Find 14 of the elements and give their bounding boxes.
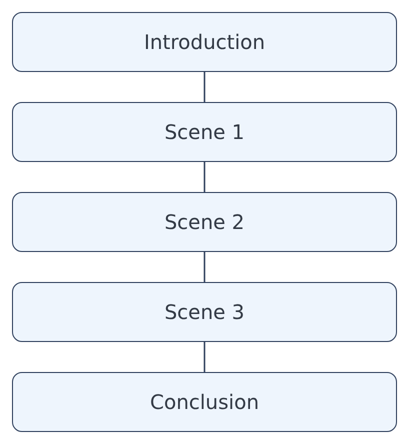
connector-line (204, 162, 206, 192)
connector-line (204, 72, 206, 102)
process-box (12, 282, 397, 342)
box-label: Scene 2 (164, 210, 245, 234)
box-label: Scene 1 (164, 120, 245, 144)
process-box (12, 102, 397, 162)
box-label: Scene 3 (164, 300, 245, 324)
process-box (12, 12, 397, 72)
box-label: Introduction (144, 30, 266, 54)
process-box (12, 372, 397, 432)
connector-line (204, 252, 206, 282)
connector-line (204, 342, 206, 372)
process-box (12, 192, 397, 252)
box-label: Conclusion (150, 390, 259, 414)
